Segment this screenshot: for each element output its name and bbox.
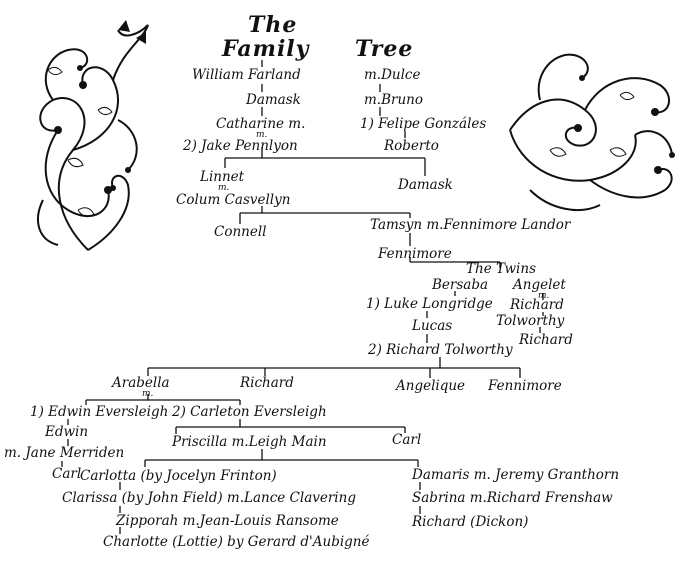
person-damask-1: Damask	[246, 92, 301, 108]
person-carlotta: Carlotta (by Jocelyn Frinton)	[80, 468, 277, 484]
person-edwin: Edwin	[45, 424, 89, 440]
spouse-bruno: m.Bruno	[364, 92, 423, 108]
person-richard-2: Richard	[519, 332, 573, 348]
person-angelet: Angelet	[513, 277, 566, 293]
person-catharine: Catharine m.	[216, 116, 306, 132]
person-linnet: Linnet	[200, 169, 245, 185]
marriage-mark-2: m.	[218, 183, 230, 193]
label-the-twins: The Twins	[466, 261, 536, 277]
marriage-mark-4: m.	[142, 389, 154, 399]
person-damask-2: Damask	[398, 177, 453, 193]
marriage-mark-1: m.	[256, 130, 268, 140]
person-damaris: Damaris m. Jeremy Granthorn	[412, 467, 620, 483]
person-lucas: Lucas	[412, 318, 453, 334]
title-tree: Tree	[355, 36, 414, 62]
spouse-luke-longridge: 1) Luke Longridge	[366, 296, 493, 312]
right-scroll-ornament	[509, 53, 675, 211]
person-william-farland: William Farland	[192, 67, 301, 83]
person-roberto: Roberto	[384, 138, 439, 154]
spouse-felipe-gonzales: 1) Felipe Gonzáles	[360, 116, 487, 132]
title-the: The	[248, 12, 298, 38]
spouse-jane-merriden: m. Jane Merriden	[4, 445, 125, 461]
spouse-colum-casvellyn: Colum Casvellyn	[176, 192, 291, 208]
spouse-richard-tolworthy: 2) Richard Tolworthy	[368, 342, 513, 358]
person-fennimore-1: Fennimore	[378, 246, 452, 262]
person-carl-2: Carl	[392, 432, 422, 448]
person-fennimore-2: Fennimore	[488, 378, 562, 394]
person-richard-dickon: Richard (Dickon)	[412, 514, 529, 530]
spouse-richard-1: Richard	[510, 297, 564, 313]
person-tamsyn: Tamsyn m.Fennimore Landor	[370, 217, 571, 233]
title-family: Family	[222, 36, 310, 62]
person-arabella: Arabella	[112, 375, 170, 391]
left-scroll-ornament	[37, 20, 149, 251]
person-richard-3: Richard	[240, 375, 294, 391]
person-carl-1: Carl	[52, 466, 82, 482]
spouse-carleton-eversleigh: 2) Carleton Eversleigh	[172, 404, 327, 420]
spouse-dulce: m.Dulce	[364, 67, 421, 83]
spouse-edwin-eversleigh: 1) Edwin Eversleigh	[30, 404, 169, 420]
person-bersaba: Bersaba	[432, 277, 489, 293]
person-angelique: Angelique	[396, 378, 466, 394]
person-sabrina: Sabrina m.Richard Frenshaw	[412, 490, 613, 506]
person-zipporah: Zipporah m.Jean-Louis Ransome	[116, 513, 339, 529]
marriage-mark-3: m.	[538, 291, 550, 301]
person-priscilla: Priscilla m.Leigh Main	[172, 434, 327, 450]
person-clarissa: Clarissa (by John Field) m.Lance Claveri…	[62, 490, 356, 506]
person-charlotte: Charlotte (Lottie) by Gerard d'Aubigné	[103, 534, 370, 550]
person-connell: Connell	[214, 224, 267, 240]
spouse-tolworthy-1: Tolworthy	[496, 313, 565, 329]
spouse-jake-pennlyon: 2) Jake Pennlyon	[183, 138, 298, 154]
